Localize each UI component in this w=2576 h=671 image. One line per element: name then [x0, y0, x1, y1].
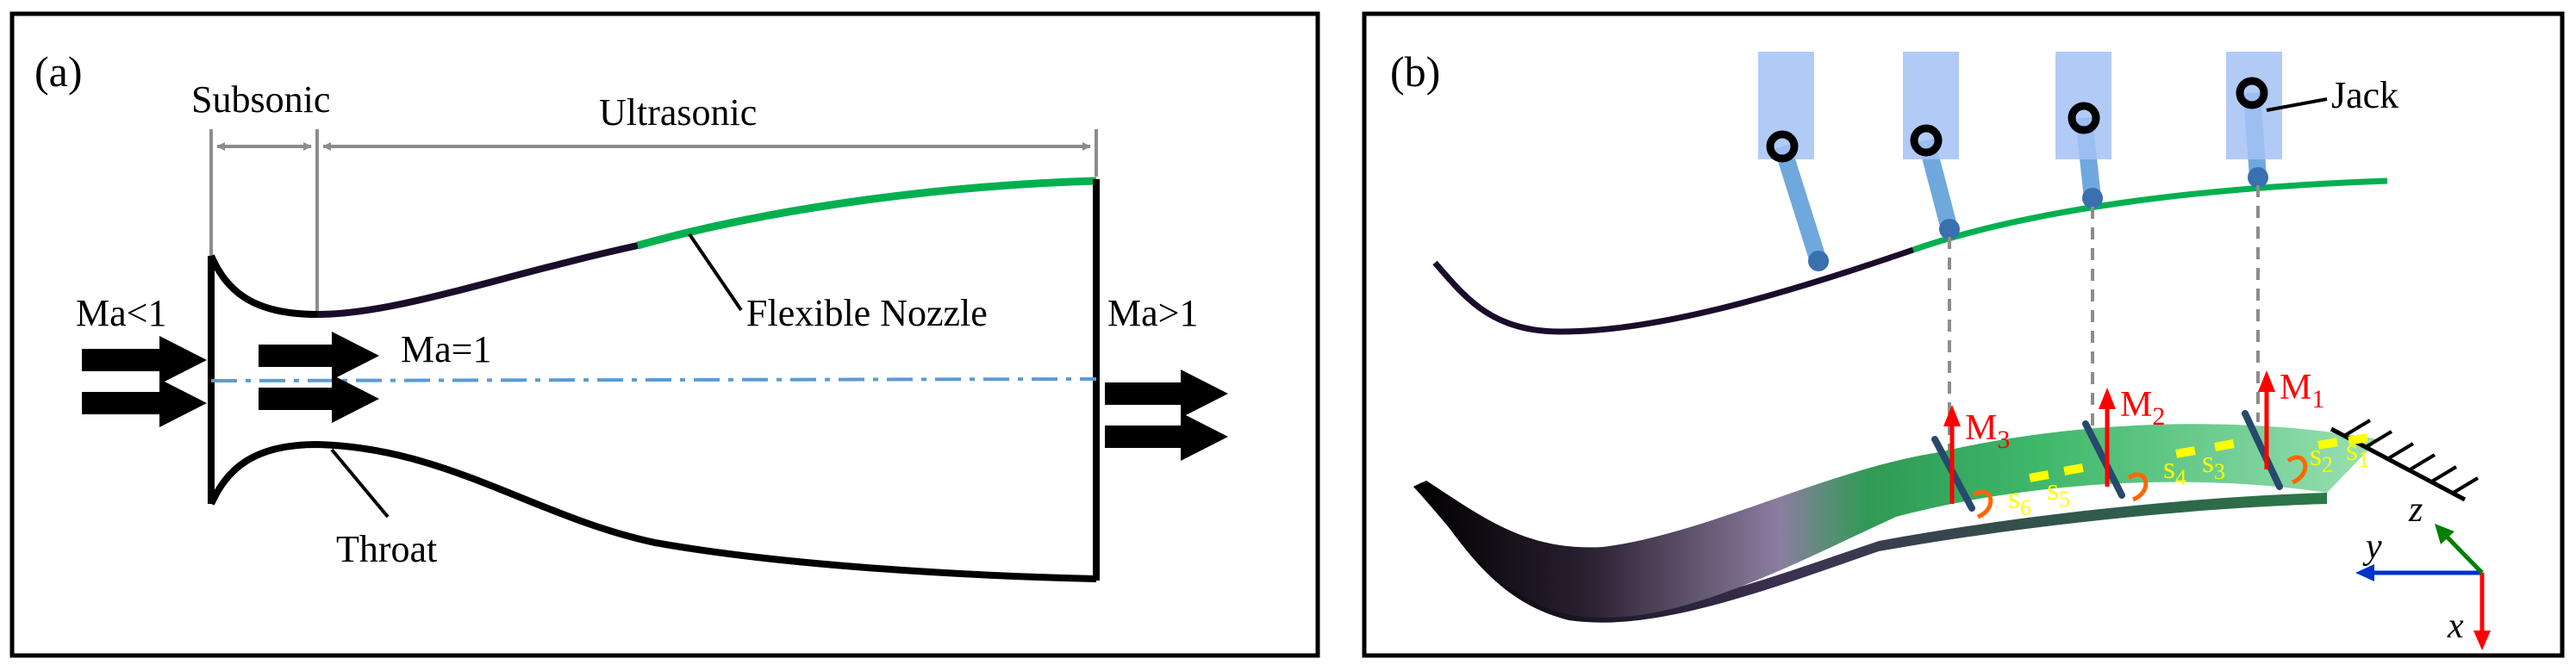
subsonic-label: Subsonic [191, 78, 330, 121]
upper-nozzle-rigid [1432, 246, 1915, 335]
flexible-leader [688, 233, 743, 312]
throat-arrow-bottom [259, 375, 379, 423]
throat-leader [330, 448, 390, 519]
jack-pivot-3 [2082, 188, 2103, 208]
segment-s3-label: s3 [2202, 444, 2225, 484]
axis-z-label: z [2408, 490, 2423, 530]
inlet-arrow-top [82, 336, 207, 384]
segment-markers [2029, 433, 2368, 482]
outlet-arrow-top [1105, 370, 1228, 418]
panel-b: (b) Jack [1362, 11, 2565, 658]
jack-ring-2 [1910, 124, 1943, 157]
segment-s5-label: s5 [2047, 472, 2070, 512]
jack-rod-1 [1774, 143, 1827, 264]
segment-s4-label: s4 [2163, 450, 2186, 490]
jack-ring-3 [2068, 102, 2100, 134]
jack-ring-1 [1766, 130, 1799, 163]
plate-edge [1413, 482, 2327, 623]
panel-b-frame [1362, 11, 2565, 658]
jack-leader [2266, 97, 2328, 112]
jack-pivot-2 [1939, 219, 1960, 239]
jack-block-1 [1758, 52, 1814, 159]
panel-b-label: (b) [1390, 47, 1440, 96]
flexible-nozzle-label: Flexible Nozzle [746, 292, 988, 334]
nozzle-upper-inlet [208, 254, 318, 318]
segment-s1-label: s1 [2346, 432, 2369, 472]
nozzle-upper-rigid [316, 242, 639, 318]
jack-ring-4 [2236, 77, 2268, 109]
panel-a-frame [9, 11, 1320, 658]
jack-pivot-4 [2248, 167, 2268, 188]
panel-a: (a) Subsonic Ultrasonic Ma<1 Ma=1 [9, 11, 1320, 658]
throat-label: Throat [336, 528, 437, 570]
axis-x-label: x [2447, 606, 2464, 646]
moment-m3-label: M3 [1965, 408, 2010, 454]
nozzle-upper-flexible [636, 177, 1097, 250]
jack-label: Jack [2331, 74, 2398, 116]
panel-a-label: (a) [34, 47, 83, 96]
inlet-arrow-bottom [82, 379, 207, 427]
ultrasonic-label: Ultrasonic [599, 91, 757, 134]
axis-x-head [2473, 631, 2491, 650]
moment-m1-label: M1 [2280, 368, 2324, 413]
segment-s2-label: s2 [2310, 438, 2333, 477]
outlet-arrow-bottom [1105, 413, 1228, 461]
nozzle-lower [208, 440, 1097, 582]
segment-s6-label: s6 [2008, 481, 2031, 520]
moment-arrows [1943, 370, 2275, 504]
moment-curl-arrows [1972, 455, 2308, 519]
ma-throat-label: Ma=1 [401, 328, 491, 370]
ma-in-label: Ma<1 [76, 292, 166, 334]
axis-z-head [2435, 524, 2454, 544]
ma-out-label: Ma>1 [1107, 292, 1198, 334]
axis-y-head [2355, 564, 2374, 581]
axis-z [2444, 534, 2484, 575]
nozzle-centerline [210, 377, 1097, 382]
jack-pivot-1 [1808, 251, 1829, 271]
flexible-plate [1413, 424, 2379, 618]
axis-y-label: y [2362, 527, 2382, 567]
upper-nozzle-flexible [1912, 177, 2388, 253]
moment-m2-label: M2 [2120, 385, 2165, 431]
clamp-hatching [2342, 419, 2479, 495]
throat-arrow-top [259, 332, 379, 380]
